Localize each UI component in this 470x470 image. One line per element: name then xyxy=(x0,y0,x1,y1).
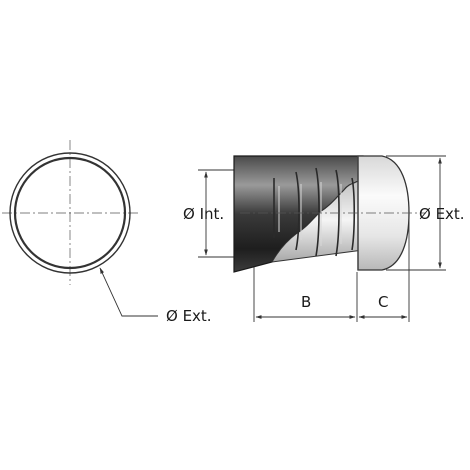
front-ext-label: Ø Ext. xyxy=(166,307,212,325)
c-label: C xyxy=(378,293,388,311)
fin-highlights xyxy=(278,182,342,246)
b-label: B xyxy=(301,293,311,311)
fins xyxy=(273,167,356,257)
side-view: Ø Int. Ø Ext. B C xyxy=(183,155,465,322)
side-ext-label: Ø Ext. xyxy=(419,205,465,223)
front-view: Ø Ext. xyxy=(2,140,212,325)
front-outer-ring xyxy=(9,152,131,274)
front-ext-leader xyxy=(99,267,158,317)
int-label: Ø Int. xyxy=(183,205,224,223)
front-inner-ring xyxy=(13,156,127,270)
cap-head xyxy=(357,155,410,271)
